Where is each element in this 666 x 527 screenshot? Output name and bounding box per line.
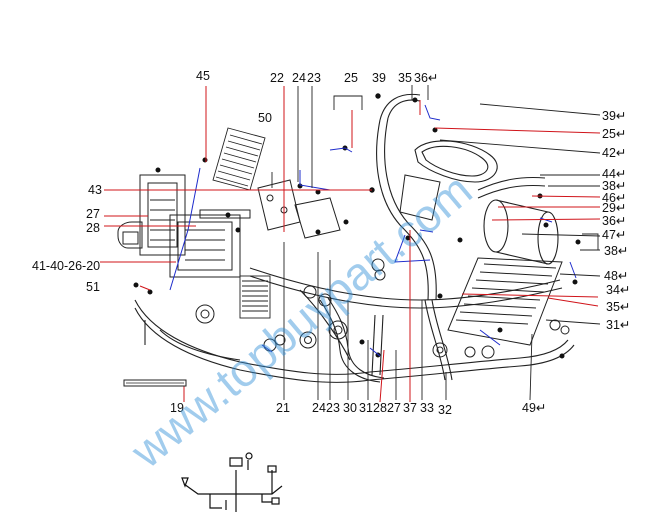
- callout-50: 50: [258, 111, 272, 125]
- callout-27-bottom: 27: [387, 401, 401, 415]
- callout-39-right: 39↵: [602, 109, 626, 123]
- callout-44: 44↵: [602, 167, 626, 181]
- callout-23: 23: [307, 71, 321, 85]
- callout-36-right: 36↵: [602, 214, 626, 228]
- callout-32: 32: [438, 403, 452, 417]
- condenser-core: [447, 257, 563, 346]
- callout-33: 33: [420, 401, 434, 415]
- fasteners: [133, 93, 581, 359]
- callout-25: 25: [344, 71, 358, 85]
- callout-22: 22: [270, 71, 284, 85]
- callout-46: 46↵: [602, 191, 626, 205]
- callout-31: 31: [359, 401, 373, 415]
- watermark: www.topbuypart.com: [120, 163, 481, 478]
- part-19-bar: [123, 379, 187, 387]
- callout-28-bottom: 28: [373, 401, 387, 415]
- callout-30: 30: [343, 401, 357, 415]
- callout-leaders-black: [271, 85, 601, 401]
- wiring-harness: [169, 104, 577, 357]
- callout-35-right: 35↵: [606, 300, 630, 314]
- mounting-bracket: [257, 174, 441, 239]
- callout-24-bottom: 24: [312, 401, 326, 415]
- callout-41-40-26-20: 41-40-26-20: [32, 259, 100, 273]
- callout-28: 28: [86, 221, 100, 235]
- callout-47: 47↵: [602, 228, 626, 242]
- callout-35: 35: [398, 71, 412, 85]
- callout-29: 29↵: [602, 201, 626, 215]
- harness-detail: [181, 452, 283, 512]
- callout-48: 48↵: [604, 269, 628, 283]
- callout-51: 51: [86, 280, 100, 294]
- grommets: [195, 258, 570, 359]
- callout-36: 36↵: [414, 71, 438, 85]
- callout-31-right: 31↵: [606, 318, 630, 332]
- hose-loop: [414, 140, 498, 183]
- callout-38-right: 38↵: [604, 244, 628, 258]
- callout-42: 42↵: [602, 146, 626, 160]
- callout-39: 39: [372, 71, 386, 85]
- receiver-drier: [483, 199, 559, 265]
- callout-27: 27: [86, 207, 100, 221]
- frame-tubes: [134, 93, 575, 383]
- callout-45: 45: [196, 69, 210, 83]
- upper-grille: [212, 127, 266, 191]
- lower-grille: [239, 275, 271, 319]
- callout-19: 19: [170, 401, 184, 415]
- callout-labels: 45 22 24 23 25 39 35 36↵ 50 39↵ 25↵ 42↵ …: [32, 69, 630, 417]
- callout-24: 24: [292, 71, 306, 85]
- callout-23-bottom: 23: [326, 401, 340, 415]
- callout-37: 37: [403, 401, 417, 415]
- callout-34: 34↵: [606, 283, 630, 297]
- callout-43: 43: [88, 183, 102, 197]
- callout-leaders-red: [100, 86, 601, 403]
- callout-25-right: 25↵: [602, 127, 626, 141]
- front-headlight-assembly: [117, 174, 251, 278]
- callout-38: 38↵: [602, 179, 626, 193]
- callout-49: 49↵: [522, 401, 546, 415]
- callout-21: 21: [276, 401, 290, 415]
